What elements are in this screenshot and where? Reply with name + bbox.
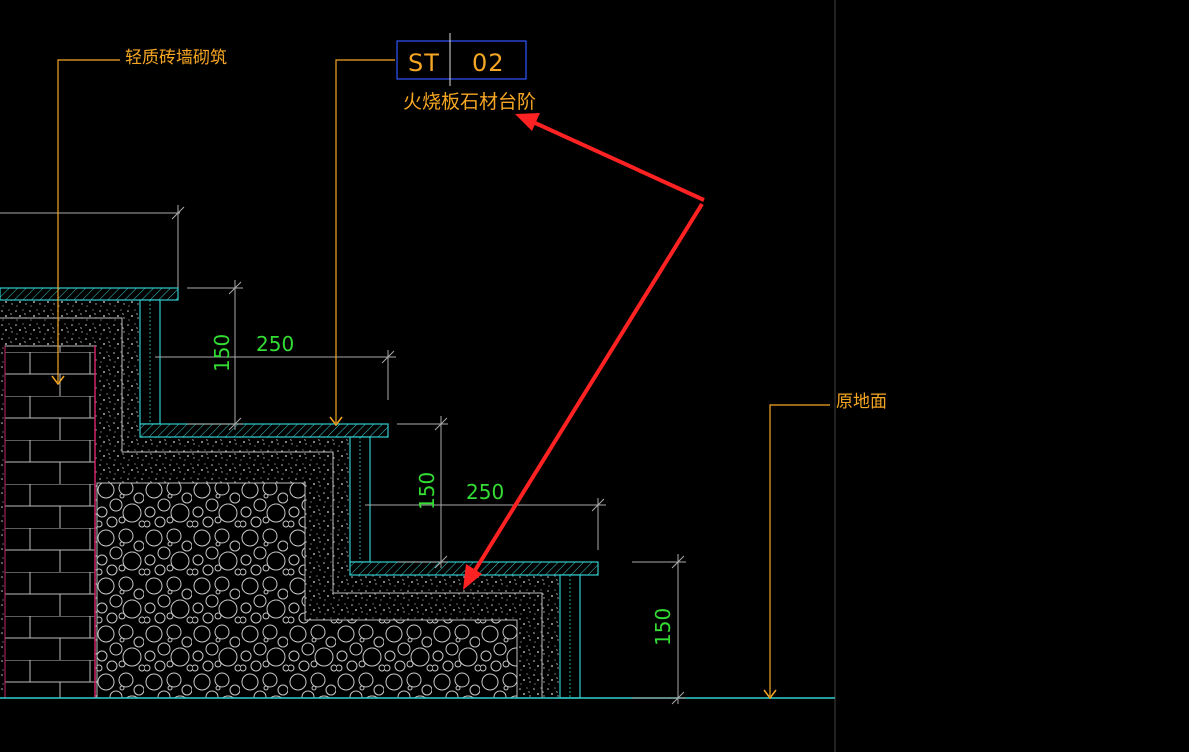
- dimension-lines: [0, 205, 686, 705]
- stone-riser-lower: [349, 436, 371, 563]
- chevron-down-icon: [329, 416, 343, 427]
- label-stone-step: 火烧板石材台阶: [403, 91, 536, 113]
- dim-lower-riser: 150: [415, 472, 439, 510]
- arrow-icon: [515, 113, 705, 202]
- label-original-ground: 原地面: [836, 392, 887, 412]
- stone-tread-middle: [139, 423, 389, 438]
- arrow-icon: [463, 202, 704, 590]
- dim-upper-tread: 250: [256, 332, 294, 356]
- dim-lower-tread: 250: [466, 480, 504, 504]
- material-tag-box: [396, 40, 527, 80]
- material-tag-number: 02: [472, 49, 505, 77]
- label-brick-wall: 轻质砖墙砌筑: [125, 48, 227, 68]
- dim-bottom-riser: 150: [651, 608, 675, 646]
- brick-wall: [4, 345, 96, 699]
- leader-lines: [57, 59, 830, 696]
- material-tag-code: ST: [408, 49, 440, 77]
- chevron-down-icon: [51, 375, 65, 386]
- dim-upper-riser: 150: [210, 334, 234, 372]
- stone-tread-top: [0, 287, 179, 301]
- concrete-inner-outline: [0, 317, 543, 698]
- chevron-down-icon: [763, 689, 777, 700]
